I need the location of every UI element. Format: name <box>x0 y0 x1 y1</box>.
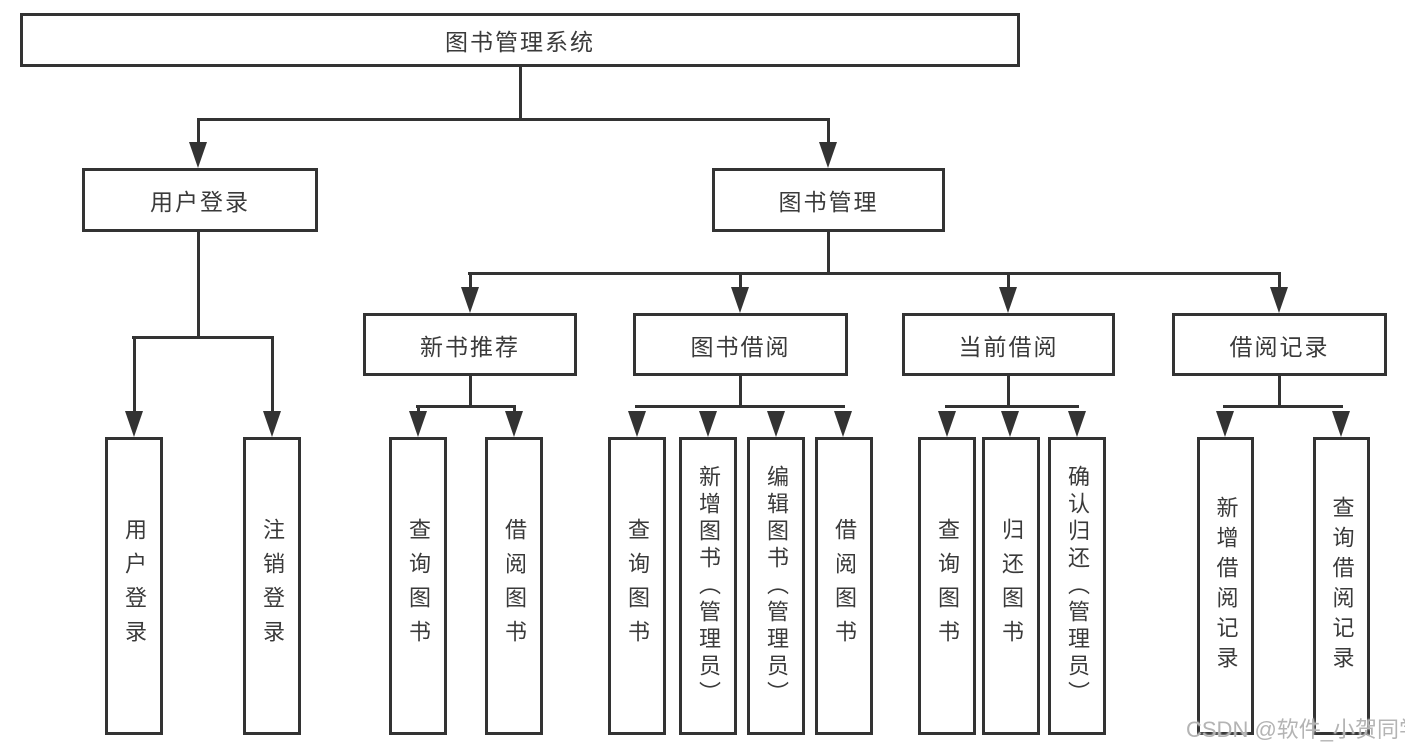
arrow-down-icon <box>461 287 479 313</box>
leaf-add-book-admin: 新增图书（管理员） <box>679 437 737 735</box>
connector-borrow-record-stem <box>1278 272 1281 292</box>
connector-logout-stem <box>271 336 274 416</box>
leaf-return-book: 归还图书 <box>982 437 1040 735</box>
arrow-down-icon <box>1068 411 1086 437</box>
leaf-edit-book-admin: 编辑图书（管理员） <box>747 437 805 735</box>
connector-borrow-record-bus <box>1223 405 1343 408</box>
leaf-borrow-book-1: 借阅图书 <box>485 437 543 735</box>
node-root: 图书管理系统 <box>20 13 1020 67</box>
leaf-label: 注销登录 <box>260 518 285 654</box>
leaf-label: 新增图书（管理员） <box>696 464 721 708</box>
connector-new-book-down <box>469 376 472 407</box>
leaf-borrow-book-2: 借阅图书 <box>815 437 873 735</box>
leaf-label: 确认归还（管理员） <box>1065 464 1090 708</box>
connector-current-borrow-down <box>1007 376 1010 407</box>
node-borrow-record-label: 借阅记录 <box>1229 333 1330 360</box>
node-new-book-rec: 新书推荐 <box>363 313 577 376</box>
node-current-borrow: 当前借阅 <box>902 313 1115 376</box>
arrow-down-icon <box>189 142 207 168</box>
connector-new-book-stem <box>469 272 472 292</box>
node-current-borrow-label: 当前借阅 <box>958 333 1059 360</box>
connector-current-borrow-stem <box>1007 272 1010 292</box>
leaf-query-book-1: 查询图书 <box>389 437 447 735</box>
node-book-borrow-label: 图书借阅 <box>690 333 791 360</box>
leaf-user-login: 用户登录 <box>105 437 163 735</box>
connector-borrow-record-down <box>1278 376 1281 407</box>
arrow-down-icon <box>125 411 143 437</box>
connector-book-borrow-down <box>739 376 742 407</box>
arrow-down-icon <box>731 287 749 313</box>
node-book-mgmt: 图书管理 <box>712 168 945 232</box>
connector-user-login-stem <box>197 118 200 146</box>
node-user-login: 用户登录 <box>82 168 318 232</box>
leaf-label: 新增借阅记录 <box>1213 496 1239 676</box>
node-borrow-record: 借阅记录 <box>1172 313 1387 376</box>
arrow-down-icon <box>263 411 281 437</box>
leaf-label: 查询图书 <box>625 518 650 654</box>
connector-login-stem <box>133 336 136 416</box>
connector-book-borrow-bus <box>635 405 845 408</box>
leaf-query-borrow-record: 查询借阅记录 <box>1313 437 1370 735</box>
leaf-label: 借阅图书 <box>832 518 857 654</box>
connector-book-borrow-stem <box>739 272 742 292</box>
arrow-down-icon <box>1270 287 1288 313</box>
leaf-logout: 注销登录 <box>243 437 301 735</box>
leaf-query-book-2: 查询图书 <box>608 437 666 735</box>
arrow-down-icon <box>819 142 837 168</box>
connector-root-bus <box>197 118 830 121</box>
arrow-down-icon <box>999 287 1017 313</box>
node-book-mgmt-label: 图书管理 <box>778 189 879 215</box>
connector-user-login-bus <box>132 336 274 339</box>
connector-user-login-down <box>197 232 200 339</box>
leaf-add-borrow-record: 新增借阅记录 <box>1197 437 1254 735</box>
leaf-label: 归还图书 <box>999 518 1024 654</box>
connector-root-stem <box>519 66 522 120</box>
leaf-confirm-return-admin: 确认归还（管理员） <box>1048 437 1106 735</box>
connector-book-mgmt-bus <box>468 272 1281 275</box>
arrow-down-icon <box>938 411 956 437</box>
leaf-label: 用户登录 <box>122 518 147 654</box>
leaf-label: 借阅图书 <box>502 518 527 654</box>
connector-book-mgmt-down <box>827 232 830 275</box>
node-book-borrow: 图书借阅 <box>633 313 848 376</box>
leaf-label: 查询借阅记录 <box>1329 496 1355 676</box>
connector-book-mgmt-stem <box>827 118 830 146</box>
leaf-label: 查询图书 <box>935 518 960 654</box>
node-root-label: 图书管理系统 <box>445 29 595 55</box>
arrow-down-icon <box>767 411 785 437</box>
csdn-watermark: CSDN @软件_小贺同学 <box>1186 717 1405 742</box>
arrow-down-icon <box>699 411 717 437</box>
arrow-down-icon <box>505 411 523 437</box>
arrow-down-icon <box>1001 411 1019 437</box>
connector-new-book-bus <box>416 405 516 408</box>
arrow-down-icon <box>628 411 646 437</box>
connector-current-borrow-bus <box>945 405 1079 408</box>
arrow-down-icon <box>409 411 427 437</box>
leaf-query-book-3: 查询图书 <box>918 437 976 735</box>
node-user-login-label: 用户登录 <box>150 189 250 215</box>
leaf-label: 查询图书 <box>406 518 431 654</box>
arrow-down-icon <box>834 411 852 437</box>
arrow-down-icon <box>1332 411 1350 437</box>
leaf-label: 编辑图书（管理员） <box>764 464 789 708</box>
arrow-down-icon <box>1216 411 1234 437</box>
node-new-book-rec-label: 新书推荐 <box>420 333 520 360</box>
